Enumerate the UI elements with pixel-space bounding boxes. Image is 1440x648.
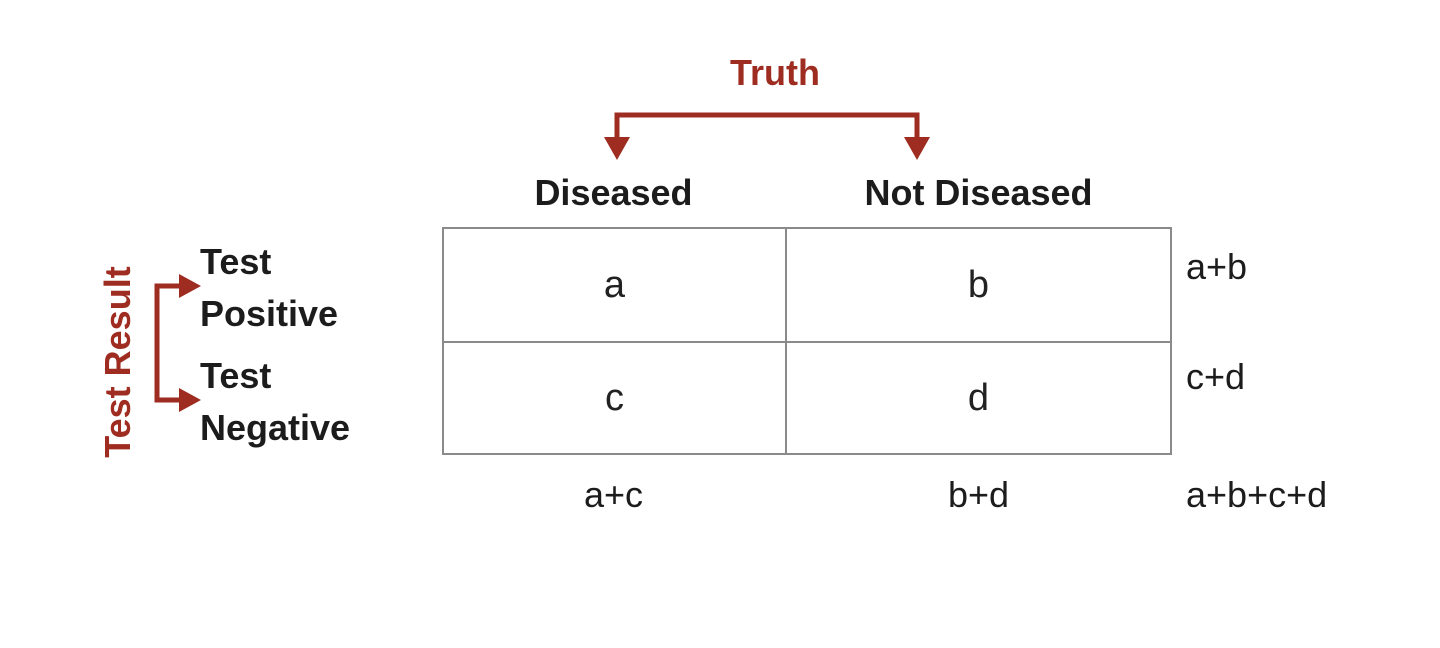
row-header-test-negative: Test Negative — [200, 350, 350, 454]
row-total-test-positive: a+b — [1186, 246, 1248, 287]
row-header-test-negative-line2: Negative — [200, 407, 351, 448]
row-header-test-positive-line2: Positive — [200, 293, 339, 334]
truth-axis-title: Truth — [730, 52, 820, 93]
test-result-bracket-arrows-icon — [154, 274, 201, 412]
cell-false-positive: b — [787, 229, 1170, 343]
cell-false-negative: c — [444, 343, 787, 453]
cell-true-positive: a — [444, 229, 787, 343]
column-total-diseased: a+c — [583, 474, 644, 515]
row-header-test-positive: Test Positive — [200, 236, 338, 340]
column-header-diseased: Diseased — [534, 172, 693, 213]
column-header-not-diseased: Not Diseased — [864, 172, 1093, 213]
row-total-test-negative: c+d — [1186, 356, 1246, 397]
two-by-two-table: a b c d — [442, 227, 1172, 455]
test-result-axis-title: Test Result — [97, 266, 138, 458]
row-header-test-negative-line1: Test — [200, 355, 272, 396]
row-header-test-positive-line1: Test — [200, 241, 272, 282]
truth-bracket-arrows-icon — [604, 112, 930, 160]
grand-total: a+b+c+d — [1186, 474, 1328, 515]
column-total-not-diseased: b+d — [947, 474, 1010, 515]
cell-true-negative: d — [967, 376, 990, 419]
